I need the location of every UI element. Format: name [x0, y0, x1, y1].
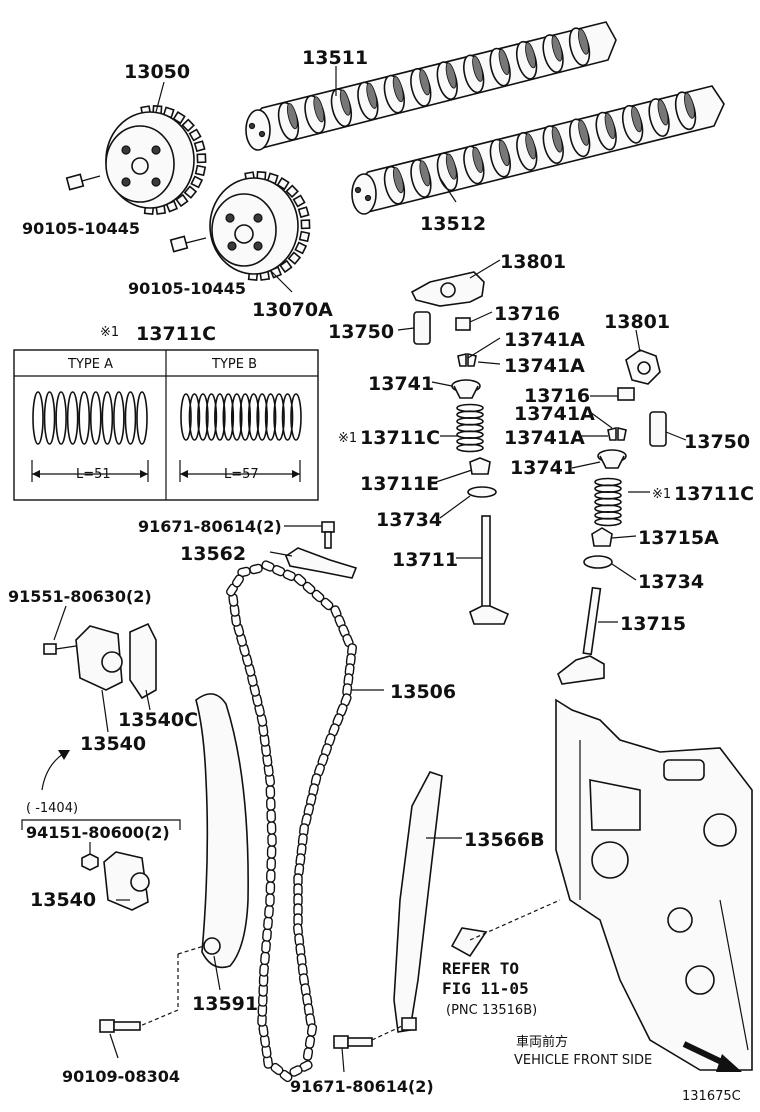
chain-damper-13566B[interactable] — [393, 771, 443, 1033]
label-13716-a: 13716 — [494, 303, 560, 325]
label-13711E: 13711E — [360, 473, 439, 495]
nut-94151[interactable] — [81, 853, 99, 871]
label-13511: 13511 — [302, 47, 368, 69]
mark-1-a: ※1 — [338, 431, 357, 446]
spring-13711C-b[interactable] — [594, 477, 622, 527]
chain-guide-13562[interactable] — [285, 547, 358, 579]
label-13716-b: 13716 — [524, 385, 590, 407]
spring-length-b: L=57 — [224, 467, 259, 482]
label-13750-b: 13750 — [684, 431, 750, 453]
cam-timing-gear-13050[interactable] — [105, 104, 207, 216]
label-13801-b: 13801 — [604, 311, 670, 333]
label-13711: 13711 — [392, 549, 458, 571]
label-91671-a: 91671-80614(2) — [138, 517, 282, 536]
camshaft-13512[interactable] — [351, 85, 725, 215]
spring-type-b: TYPE B — [211, 357, 257, 372]
seat-13734-a[interactable] — [467, 486, 497, 498]
bolt-90105-a[interactable] — [65, 173, 101, 191]
label-13741-b: 13741 — [510, 457, 576, 479]
front-jp: 車両前方 — [516, 1034, 568, 1050]
label-91551: 91551-80630(2) — [8, 587, 152, 606]
spring-type-a: TYPE A — [67, 357, 113, 372]
spring-length-a: L=51 — [76, 467, 111, 482]
mark-1-b: ※1 — [652, 487, 671, 502]
label-13741A-b: 13741A — [504, 355, 585, 377]
label-13711C-b: 13711C — [674, 483, 754, 505]
label-13734-a: 13734 — [376, 509, 442, 531]
leader-lines — [21, 66, 687, 1073]
timing-chain-13506[interactable] — [225, 560, 357, 1083]
rocker-arm-13801-a[interactable] — [410, 271, 485, 307]
retainer-13741-b[interactable] — [597, 449, 627, 469]
chain-slipper-13591[interactable] — [195, 693, 249, 969]
label-13540C: 13540C — [118, 709, 198, 731]
oil-jet-refer — [450, 927, 488, 958]
label-13540-a: 13540 — [80, 733, 146, 755]
refer-line-3: (PNC 13516B) — [446, 1003, 537, 1018]
label-91671-b: 91671-80614(2) — [290, 1077, 434, 1096]
spring-box-part: 13711C — [136, 323, 216, 345]
seal-13715A[interactable] — [591, 527, 613, 547]
bolt-91671-b[interactable] — [333, 1035, 373, 1049]
label-13562: 13562 — [180, 543, 246, 565]
vehicle-front-arrow-icon — [682, 1041, 742, 1072]
spring-13711C-a[interactable] — [456, 403, 484, 453]
label-13801-a: 13801 — [500, 251, 566, 273]
label-13591: 13591 — [192, 993, 258, 1015]
engine-block — [555, 698, 753, 1071]
keeper-13741A-a[interactable] — [457, 352, 467, 367]
label-13506: 13506 — [390, 681, 456, 703]
gasket-13540C[interactable] — [129, 622, 157, 700]
refer-line-1: REFER TO — [442, 959, 519, 978]
bolt-90109[interactable] — [99, 1019, 141, 1033]
label-13741A-c: 13741A — [514, 403, 595, 425]
tensioner-13540-b[interactable] — [103, 851, 150, 911]
label-13715A: 13715A — [638, 527, 719, 549]
bolt-90105-b[interactable] — [169, 235, 207, 253]
label-13566B: 13566B — [464, 829, 545, 851]
label-90105-a: 90105-10445 — [22, 219, 140, 238]
label-13540-b: 13540 — [30, 889, 96, 911]
label-13741A-a: 13741A — [504, 329, 585, 351]
valve-13711[interactable] — [469, 515, 510, 625]
front-en: VEHICLE FRONT SIDE — [514, 1053, 652, 1068]
rocker-arm-13801-b[interactable] — [625, 349, 661, 385]
spring-box-mark: ※1 — [100, 325, 119, 340]
seat-13734-b[interactable] — [583, 555, 613, 569]
pad-13716-b[interactable] — [617, 387, 635, 401]
seal-13711E[interactable] — [469, 457, 491, 475]
retainer-13741-a[interactable] — [451, 379, 481, 399]
tensioner-13540-a[interactable] — [75, 625, 123, 691]
bolt-91551[interactable] — [43, 643, 77, 655]
label-94151: 94151-80600(2) — [26, 823, 170, 842]
label-13741A-d: 13741A — [504, 427, 585, 449]
cam-timing-gear-13070A[interactable] — [209, 170, 311, 282]
label-90105-b: 90105-10445 — [128, 279, 246, 298]
label-13715: 13715 — [620, 613, 686, 635]
label-13711C-a: 13711C — [360, 427, 440, 449]
label-13512: 13512 — [420, 213, 486, 235]
refer-line-2: FIG 11-05 — [442, 979, 529, 998]
label-13734-b: 13734 — [638, 571, 704, 593]
label-90109: 90109-08304 — [62, 1067, 180, 1086]
lash-adjuster-13750-a[interactable] — [413, 311, 431, 345]
spring-type-table — [13, 349, 319, 501]
lash-adjuster-13750-b[interactable] — [649, 411, 667, 447]
pad-13716-a[interactable] — [455, 317, 471, 331]
bolt-91671-a[interactable] — [321, 521, 335, 549]
figure-id: 131675C — [682, 1089, 741, 1104]
keeper-13741A-c[interactable] — [607, 426, 617, 441]
label-13050: 13050 — [124, 61, 190, 83]
valve-13715[interactable] — [557, 586, 605, 685]
camshaft-13511[interactable] — [245, 21, 617, 151]
label-13741-a: 13741 — [368, 373, 434, 395]
date-note: ( -1404) — [26, 801, 78, 816]
label-13070A: 13070A — [252, 299, 333, 321]
keeper-13741A-d[interactable] — [617, 426, 627, 441]
label-13750-a: 13750 — [328, 321, 394, 343]
